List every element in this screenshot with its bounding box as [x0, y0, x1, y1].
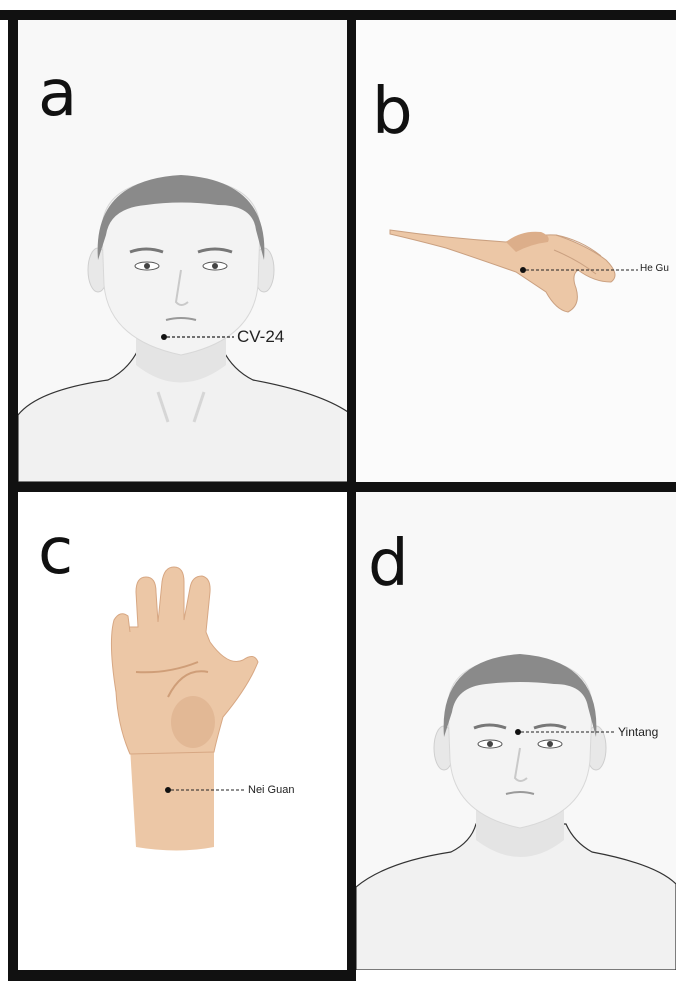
yintang-label: Yintang [618, 725, 658, 739]
panel-a: a [18, 20, 348, 482]
border-top [0, 10, 676, 20]
hand-illustration-b [356, 20, 676, 482]
he-gu-label: He Gu [640, 263, 669, 274]
border-bottom [8, 970, 348, 981]
cv-24-label: CV-24 [237, 327, 284, 347]
border-vertical-divider [347, 10, 356, 981]
border-left [8, 10, 18, 981]
palm-illustration-c [18, 492, 348, 970]
panel-b: b He Gu [356, 20, 676, 482]
border-horizontal-divider [8, 482, 676, 492]
panel-c: c Nei Guan [18, 492, 348, 970]
panel-d: d Yi [356, 492, 676, 970]
nei-guan-label: Nei Guan [248, 784, 294, 796]
face-illustration-a [18, 20, 348, 482]
